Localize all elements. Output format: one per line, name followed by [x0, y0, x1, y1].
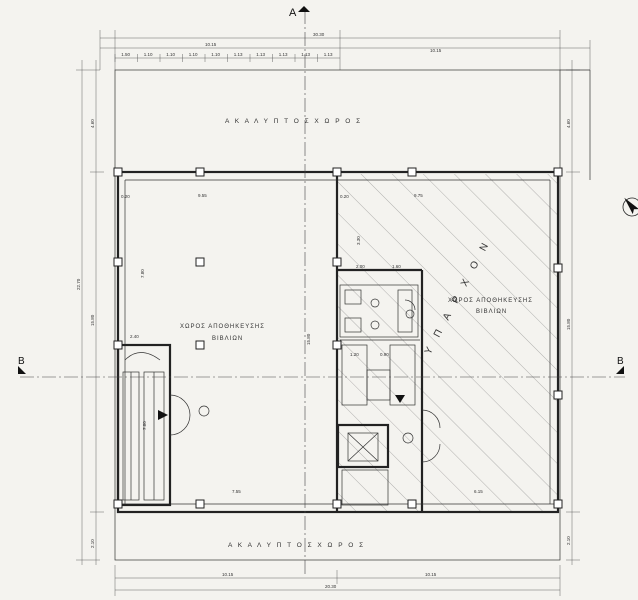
- dim-top-left: 10.15: [205, 42, 217, 47]
- top-dimension-chain: 30.30 10.15 10.15 1.50 1.10 1.10 1.10 1.10 1.…: [99, 30, 591, 70]
- dim-core-b: 1.60: [392, 264, 401, 269]
- dim-top-segment: 1.13: [256, 52, 265, 57]
- dim-top-segment: 1.10: [211, 52, 220, 57]
- section-label-right: B: [617, 356, 624, 367]
- dim-right-top: 4.60: [566, 119, 571, 128]
- section-lines: A B B: [18, 6, 625, 575]
- dim-core-c: 1.20: [350, 352, 359, 357]
- section-arrow-right: [616, 366, 624, 374]
- dim-room-left-width: 9.55: [198, 193, 207, 198]
- dim-room-right-bottom: 6.15: [474, 489, 483, 494]
- entry-arrows: [158, 395, 405, 420]
- dim-top-segment: 1.13: [234, 52, 243, 57]
- existing-building-hatch: [337, 174, 558, 512]
- dim-bottom-right: 10.15: [425, 572, 437, 577]
- dim-top-segment: 1.13: [301, 52, 310, 57]
- dim-bottom-left: 10.15: [222, 572, 234, 577]
- column: [332, 257, 342, 267]
- dim-right-mid: 15.80: [566, 318, 571, 330]
- structural-columns: [113, 167, 563, 509]
- dim-core-a: 2.00: [356, 264, 365, 269]
- dim-top-segment: 1.50: [121, 52, 130, 57]
- label-storage-left-2: ΒΙΒΛΙΩΝ: [212, 336, 243, 342]
- dim-col-offset-b: 0.20: [340, 194, 349, 199]
- column: [332, 167, 342, 177]
- column: [407, 499, 417, 509]
- left-dimension-chain: 22.70 4.60 15.80 2.10: [76, 60, 104, 565]
- dim-top-right: 10.15: [430, 48, 442, 53]
- label-bottom-yard: Α Κ Α Λ Υ Π Τ Ο Σ Χ Ω Ρ Ο Σ: [228, 542, 365, 549]
- dim-top-segment: 1.10: [166, 52, 175, 57]
- dim-stair-width: 2.40: [130, 334, 139, 339]
- column: [113, 499, 123, 509]
- column: [195, 167, 205, 177]
- column: [113, 167, 123, 177]
- dim-bottom-total: 20.30: [325, 584, 337, 589]
- column: [553, 390, 563, 400]
- wc-core: [339, 284, 419, 338]
- column: [553, 263, 563, 273]
- column: [195, 499, 205, 509]
- dim-height-a: 3.30: [356, 236, 361, 245]
- section-label-left: B: [18, 356, 25, 367]
- dim-top-segment: 1.13: [324, 52, 333, 57]
- inner-dimensions: 9.55 9.75 0.20 0.20 7.55 6.15 2.40 2.00 …: [121, 193, 483, 494]
- dim-core-d: 0.90: [380, 352, 389, 357]
- dim-mid-height: 15.80: [306, 333, 311, 345]
- label-storage-right-1: ΧΩΡΟΣ ΑΠΟΘΗΚΕΥΣΗΣ: [448, 298, 533, 304]
- dim-right-bottom: 2.10: [566, 536, 571, 545]
- dim-stair-len: 7.80: [142, 421, 147, 430]
- dim-left-bottom: 2.10: [90, 539, 95, 548]
- dim-left-mid: 15.80: [90, 314, 95, 326]
- column: [332, 340, 342, 350]
- left-staircase: [116, 343, 172, 507]
- dim-room-right-width: 9.75: [414, 193, 423, 198]
- elevator-shaft: [336, 423, 390, 469]
- site-boundary: [114, 69, 561, 561]
- dim-left-total: 22.70: [76, 278, 81, 290]
- bottom-dimension-chain: 10.15 10.15 20.30: [114, 565, 561, 596]
- dim-room-left-bottom: 7.55: [232, 489, 241, 494]
- label-top-yard: Α Κ Α Λ Υ Π Τ Ο Σ Χ Ω Ρ Ο Σ: [225, 118, 362, 125]
- dim-left-top: 4.60: [90, 119, 95, 128]
- section-arrow-top: [298, 6, 310, 12]
- column: [113, 257, 123, 267]
- dim-height-b: 7.80: [140, 269, 145, 278]
- column: [195, 257, 205, 267]
- doors: [169, 309, 441, 463]
- dim-top-segment: 1.10: [189, 52, 198, 57]
- section-arrow-left: [18, 366, 26, 374]
- dim-top-segment: 1.10: [144, 52, 153, 57]
- column: [407, 167, 417, 177]
- core-staircase: [341, 344, 416, 506]
- dim-top-segment: 1.13: [279, 52, 288, 57]
- column: [195, 340, 205, 350]
- column: [553, 499, 563, 509]
- label-storage-right-2: ΒΙΒΛΙΩΝ: [476, 309, 507, 315]
- column: [332, 499, 342, 509]
- section-label-top: A: [289, 7, 297, 19]
- label-storage-left-1: ΧΩΡΟΣ ΑΠΟΘΗΚΕΥΣΗΣ: [180, 324, 265, 330]
- column: [113, 340, 123, 350]
- column: [553, 167, 563, 177]
- dim-top-total: 30.30: [313, 32, 325, 37]
- dim-col-offset-a: 0.20: [121, 194, 130, 199]
